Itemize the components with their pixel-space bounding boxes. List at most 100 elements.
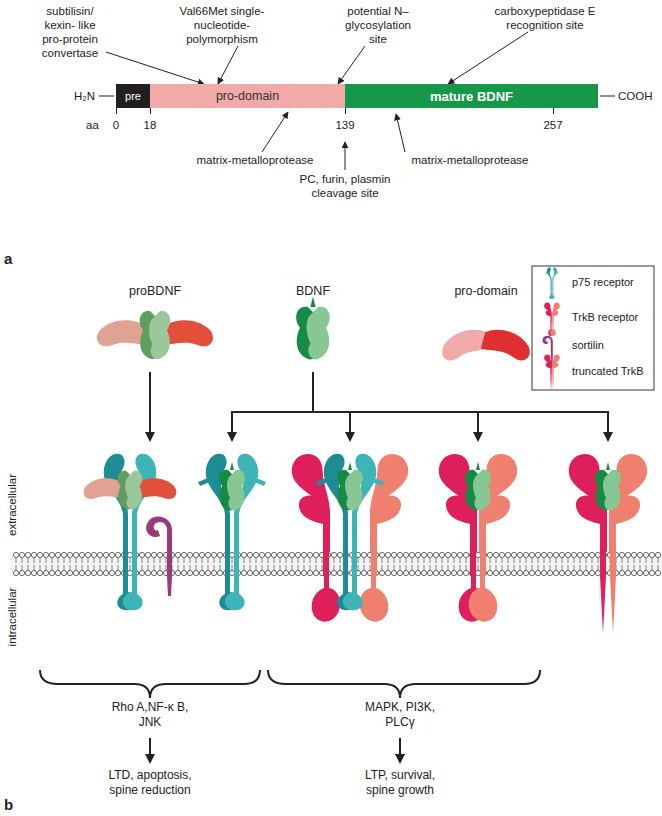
annotation-label: LTD, apoptosis, spine reduction (102, 768, 198, 798)
brackets-part (40, 670, 260, 698)
annotation-label: PC, furin, plasmin cleavage site (290, 172, 400, 200)
bdnf-p75 (198, 454, 266, 611)
lipid-head (589, 570, 594, 575)
lipid-head (19, 570, 24, 575)
lipid-head (145, 552, 150, 557)
lipid-head (49, 552, 54, 557)
legend-box-part-part (550, 302, 560, 336)
lipid-head (445, 552, 450, 557)
lipid-head (259, 552, 264, 557)
lipid-head (199, 552, 204, 557)
lipid-head (271, 570, 276, 575)
lipid-head (595, 570, 600, 575)
lipid-head (415, 570, 420, 575)
lipid-head (97, 570, 102, 575)
annotation-label: carboxypeptidase E recognition site (485, 4, 605, 32)
legend-box-part (544, 302, 560, 336)
lipid-head (103, 570, 108, 575)
lipid-head (529, 552, 534, 557)
lipid-head (505, 570, 510, 575)
lipid-head (175, 552, 180, 557)
lipid-head (37, 570, 42, 575)
lipid-head (13, 570, 18, 575)
lipid-head (313, 552, 318, 557)
lipid-head (541, 552, 546, 557)
probdnf-p75-sortilin (84, 454, 177, 611)
lipid-head (385, 570, 390, 575)
lipid-head (289, 552, 294, 557)
legend-box-part (532, 266, 654, 390)
lipid-head (139, 570, 144, 575)
annotation-label: Rho A,NF-κ B, JNK (109, 700, 191, 730)
lipid-head (337, 570, 342, 575)
lipid-head (247, 552, 252, 557)
legend-box-part-part (551, 267, 559, 298)
bdnf-p75-part-part (219, 462, 245, 510)
lipid-head (553, 552, 558, 557)
lipid-head (631, 570, 636, 575)
lipid-head (277, 570, 282, 575)
lipid-head (499, 552, 504, 557)
lipid-head (259, 570, 264, 575)
lipid-head (289, 570, 294, 575)
lipid-head (91, 570, 96, 575)
lipid-head (175, 570, 180, 575)
leader-arrows (99, 32, 615, 170)
lipid-head (43, 552, 48, 557)
lipid-head (559, 552, 564, 557)
lipid-head (511, 552, 516, 557)
annotation-label: Val66Met single-nucleotide- polymorphism (172, 4, 272, 46)
lipid-head (277, 552, 282, 557)
lipid-head (217, 570, 222, 575)
lipid-head (457, 570, 462, 575)
lipid-head (97, 552, 102, 557)
lipid-head (565, 552, 570, 557)
lipid-head (301, 552, 306, 557)
lipid-head (253, 570, 258, 575)
lipid-head (151, 552, 156, 557)
lipid-head (631, 552, 636, 557)
lipid-head (547, 552, 552, 557)
lipid-head (193, 552, 198, 557)
lipid-head (271, 552, 276, 557)
annotation-label: 257 (533, 118, 573, 132)
leader-arrows-part (150, 108, 151, 114)
lipid-head (187, 552, 192, 557)
bdnf-p75-trkb (292, 454, 408, 622)
annotation-label: b (4, 796, 13, 814)
lipid-head (451, 570, 456, 575)
lipid-head (427, 570, 432, 575)
lipid-head (541, 570, 546, 575)
lipid-head (433, 570, 438, 575)
lipid-head (619, 570, 624, 575)
annotation-label: COOH (618, 89, 653, 103)
lipid-head (43, 570, 48, 575)
legend-box-part (544, 354, 560, 390)
annotation-label: potential N– glycosylation site (336, 4, 420, 46)
lipid-head (49, 570, 54, 575)
annotation-label: MAPK, PI3K, PLCγ (359, 700, 441, 730)
lipid-head (61, 552, 66, 557)
bdnf-truncated-trkb (569, 454, 647, 634)
lipid-head (79, 552, 84, 557)
lipid-head (307, 570, 312, 575)
lipid-head (517, 570, 522, 575)
lipid-head (127, 552, 132, 557)
lipid-head (205, 552, 210, 557)
bdnf-trkb-part-part (465, 462, 491, 510)
lipid-head (553, 570, 558, 575)
leader-arrows-part (262, 112, 288, 152)
annotation-label: BDNF (273, 284, 353, 300)
lipid-head (583, 570, 588, 575)
lipid-head (217, 552, 222, 557)
annotation-label: extracellular (5, 455, 19, 555)
legend-box (532, 266, 654, 390)
domain-segment: mature BDNF (345, 84, 598, 108)
lipid-head (415, 552, 420, 557)
lipid-head (391, 570, 396, 575)
lipid-head (109, 552, 114, 557)
lipid-head (463, 552, 468, 557)
